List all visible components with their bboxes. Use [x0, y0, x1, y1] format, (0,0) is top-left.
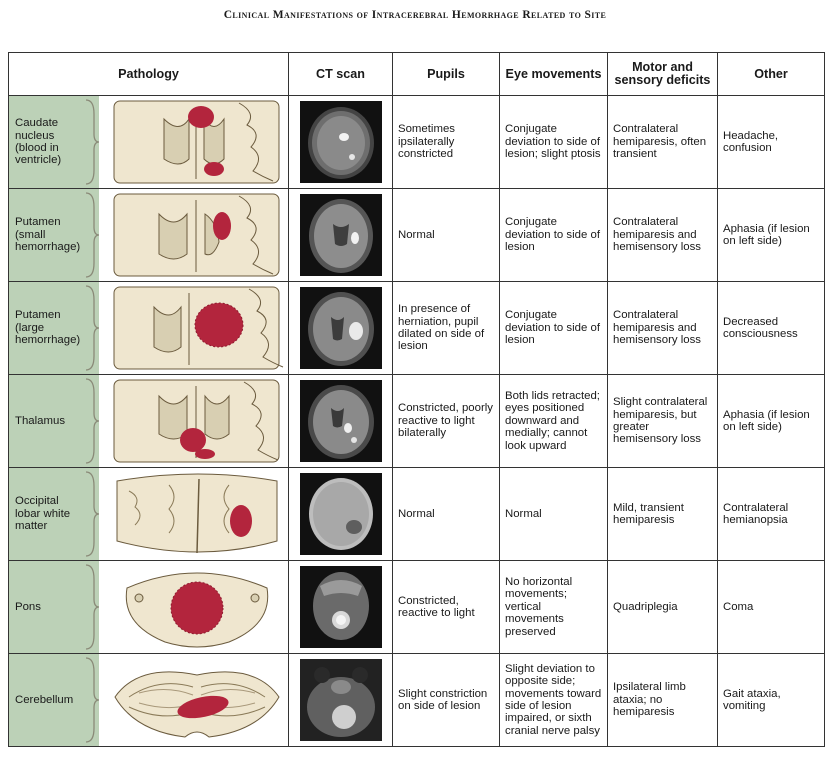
other-cell: Aphasia (if lesion on left side)	[717, 374, 825, 468]
ct-scan-image	[299, 194, 382, 276]
header-pupils: Pupils	[392, 52, 500, 96]
pathology-cell: Pons	[8, 560, 289, 654]
other-cell: Decreased consciousness	[717, 281, 825, 375]
page-title: Clinical Manifestations of Intracerebral…	[223, 9, 607, 21]
ct-scan-image	[299, 380, 382, 462]
pathology-cell: Occipital lobar white matter	[8, 467, 289, 561]
hemorrhage-table: Pathology CT scan Pupils Eye movements M…	[8, 52, 825, 747]
brain-coronal-illustration	[113, 286, 284, 370]
other-cell: Contralateral hemianopsia	[717, 467, 825, 561]
ct-scan-image	[299, 473, 382, 555]
brace-icon	[85, 285, 100, 371]
eye-movements-cell: Slight deviation to opposite side; movem…	[499, 653, 608, 747]
pupils-cell: Slight constriction on side of lesion	[392, 653, 500, 747]
ct-scan-image	[299, 287, 382, 369]
header-row: Pathology CT scan Pupils Eye movements M…	[8, 52, 825, 96]
other-cell: Aphasia (if lesion on left side)	[717, 188, 825, 282]
eye-movements-cell: Conjugate deviation to side of lesion	[499, 281, 608, 375]
table-row: Occipital lobar white matter	[8, 467, 825, 561]
brace-icon	[85, 192, 100, 278]
table-row: Cerebellum Slight constriction on side o…	[8, 653, 825, 747]
header-pathology: Pathology	[8, 52, 289, 96]
ct-scan-cell	[288, 467, 393, 561]
site-label: Pons	[15, 600, 41, 613]
eye-movements-cell: Conjugate deviation to side of lesion	[499, 188, 608, 282]
header-motor-sensory: Motor and sensory deficits	[607, 52, 718, 96]
motor-sensory-cell: Contralateral hemiparesis and hemisensor…	[607, 281, 718, 375]
ct-scan-cell	[288, 560, 393, 654]
table-row: Pons Constricted, reactive to light	[8, 560, 825, 654]
pupils-cell: Sometimes ipsilaterally constricted	[392, 95, 500, 189]
pons-cross-section-illustration	[125, 572, 269, 648]
site-label: Caudate nucleus (blood in ventricle)	[15, 117, 62, 167]
brain-coronal-illustration	[113, 379, 280, 463]
ct-scan-cell	[288, 95, 393, 189]
site-label: Putamen (large hemorrhage)	[15, 309, 81, 347]
pupils-cell: Normal	[392, 467, 500, 561]
ct-scan-image	[299, 566, 382, 648]
motor-sensory-cell: Slight contralateral hemiparesis, but gr…	[607, 374, 718, 468]
motor-sensory-cell: Contralateral hemiparesis, often transie…	[607, 95, 718, 189]
brace-icon	[85, 564, 100, 650]
table-row: Caudate nucleus (blood in ventricle)	[8, 95, 825, 189]
brace-icon	[85, 471, 100, 557]
brain-coronal-illustration	[113, 100, 280, 184]
pathology-cell: Caudate nucleus (blood in ventricle)	[8, 95, 289, 189]
other-cell: Gait ataxia, vomiting	[717, 653, 825, 747]
eye-movements-cell: Conjugate deviation to side of lesion; s…	[499, 95, 608, 189]
cerebellum-illustration	[114, 671, 280, 738]
motor-sensory-cell: Quadriplegia	[607, 560, 718, 654]
ct-scan-cell	[288, 374, 393, 468]
pupils-cell: Normal	[392, 188, 500, 282]
pathology-cell: Putamen (large hemorrhage)	[8, 281, 289, 375]
ct-scan-cell	[288, 653, 393, 747]
eye-movements-cell: Both lids retracted; eyes positioned dow…	[499, 374, 608, 468]
site-label: Thalamus	[15, 414, 66, 427]
pupils-cell: Constricted, poorly reactive to light bi…	[392, 374, 500, 468]
ct-scan-image	[299, 659, 382, 741]
pathology-cell: Thalamus	[8, 374, 289, 468]
ct-scan-image	[299, 101, 382, 183]
table-row: Putamen (large hemorrhage)	[8, 281, 825, 375]
other-cell: Headache, confusion	[717, 95, 825, 189]
header-eye-movements: Eye movements	[499, 52, 608, 96]
pathology-cell: Cerebellum	[8, 653, 289, 747]
table-row: Thalamus Co	[8, 374, 825, 468]
eye-movements-cell: Normal	[499, 467, 608, 561]
ct-scan-cell	[288, 281, 393, 375]
brace-icon	[85, 99, 100, 185]
pupils-cell: Constricted, reactive to light	[392, 560, 500, 654]
site-label: Cerebellum	[15, 693, 74, 706]
motor-sensory-cell: Ipsilateral limb ataxia; no hemiparesis	[607, 653, 718, 747]
brain-occipital-illustration	[116, 473, 278, 554]
brace-icon	[85, 378, 100, 464]
eye-movements-cell: No horizontal movements; vertical moveme…	[499, 560, 608, 654]
pathology-cell: Putamen (small hemorrhage)	[8, 188, 289, 282]
motor-sensory-cell: Mild, transient hemiparesis	[607, 467, 718, 561]
pupils-cell: In presence of herniation, pupil dilated…	[392, 281, 500, 375]
brain-coronal-illustration	[113, 193, 280, 277]
header-other: Other	[717, 52, 825, 96]
brace-icon	[85, 657, 100, 743]
other-cell: Coma	[717, 560, 825, 654]
site-label: Occipital lobar white matter	[15, 495, 71, 533]
motor-sensory-cell: Contralateral hemiparesis and hemisensor…	[607, 188, 718, 282]
header-ct-scan: CT scan	[288, 52, 393, 96]
table-row: Putamen (small hemorrhage)	[8, 188, 825, 282]
ct-scan-cell	[288, 188, 393, 282]
site-label: Putamen (small hemorrhage)	[15, 216, 81, 254]
